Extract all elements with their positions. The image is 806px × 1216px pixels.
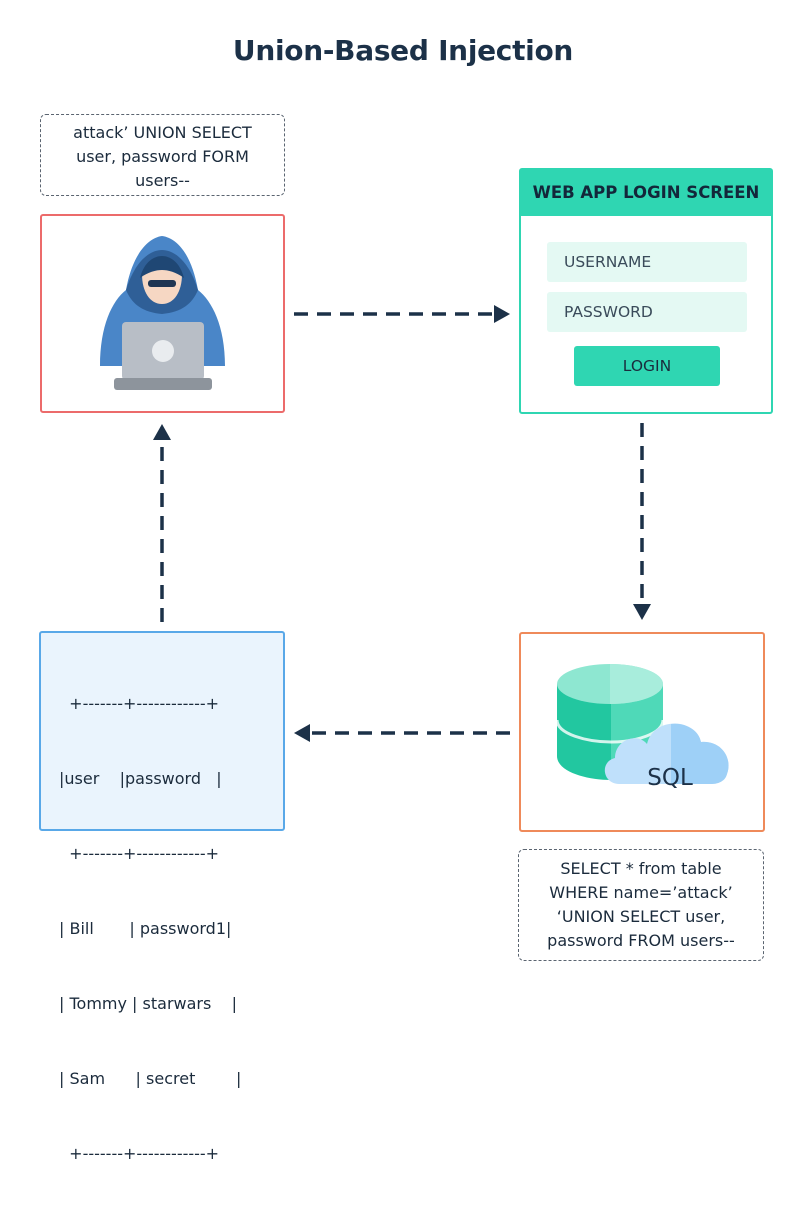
sql-label: SQL: [647, 765, 693, 791]
attacker-note-line: user, password FORM: [76, 147, 249, 166]
username-field[interactable]: USERNAME: [547, 242, 747, 282]
arrowhead-up: [153, 424, 171, 440]
login-screen-panel: WEB APP LOGIN SCREEN USERNAME PASSWORD L…: [519, 168, 773, 414]
attacker-payload-note: attack’ UNION SELECT user, password FORM…: [40, 114, 285, 196]
result-row: |user |password |: [59, 769, 222, 788]
result-row: | Bill | password1|: [59, 919, 232, 938]
arrowhead-left: [294, 724, 310, 742]
database-panel: SQL: [519, 632, 765, 832]
query-note-line: WHERE name=’attack’: [549, 883, 733, 902]
attacker-panel: [40, 214, 285, 413]
hacker-icon: [100, 236, 225, 390]
query-note-line: password FROM users--: [547, 931, 735, 950]
diagram-title: Union-Based Injection: [232, 34, 574, 67]
attacker-note-line: users--: [135, 171, 190, 190]
result-row: | Tommy | starwars |: [59, 994, 238, 1013]
result-row: +-------+------------+: [59, 1144, 220, 1163]
password-field[interactable]: PASSWORD: [547, 292, 747, 332]
result-row: | Sam | secret |: [59, 1069, 242, 1088]
login-screen-header: WEB APP LOGIN SCREEN: [521, 170, 771, 216]
login-button[interactable]: LOGIN: [574, 346, 720, 386]
query-note-line: SELECT * from table: [560, 859, 722, 878]
arrowhead-right: [494, 305, 510, 323]
query-note-line: ‘UNION SELECT user,: [556, 907, 726, 926]
database-icon: [555, 664, 729, 784]
flow-arrows: [153, 305, 651, 742]
result-row: +-------+------------+: [59, 694, 220, 713]
result-row: +-------+------------+: [59, 844, 220, 863]
attacker-note-line: attack’ UNION SELECT: [73, 123, 252, 142]
arrowhead-down: [633, 604, 651, 620]
sql-query-note: SELECT * from table WHERE name=’attack’ …: [518, 849, 764, 961]
